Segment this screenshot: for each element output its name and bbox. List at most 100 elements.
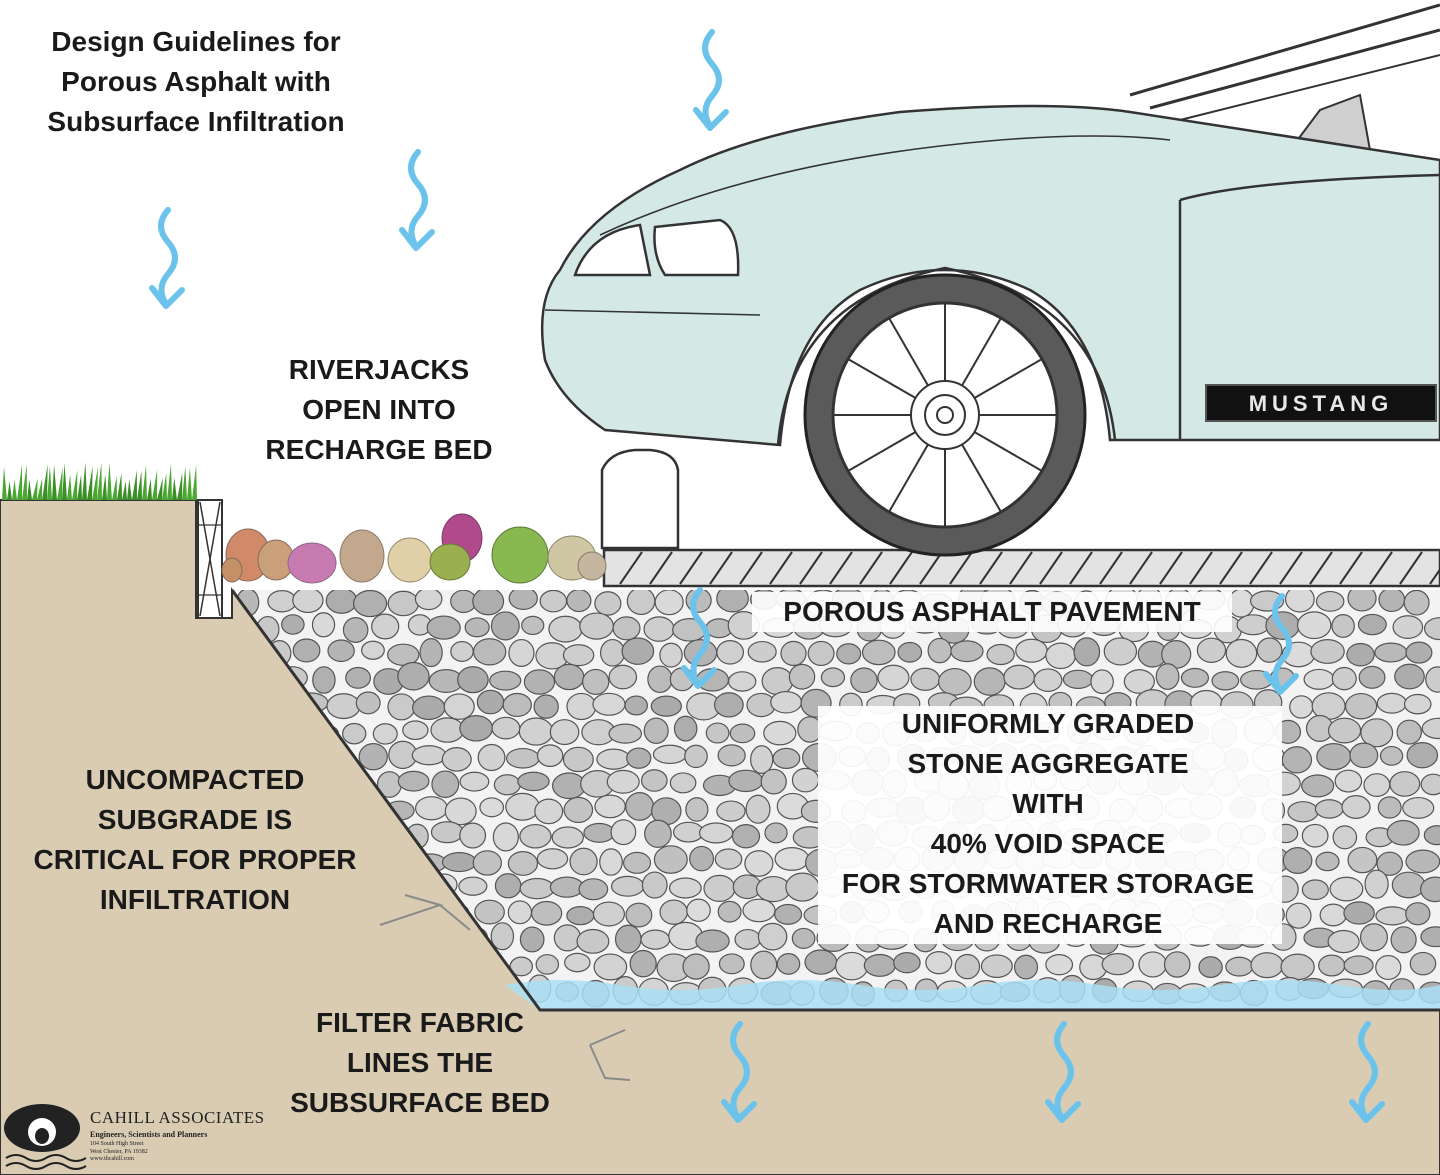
aggregate-stone — [750, 950, 778, 980]
grass-blade — [12, 479, 17, 500]
aggregate-stone — [476, 689, 505, 715]
aggregate-stone — [950, 640, 984, 663]
hatch-line — [799, 551, 823, 585]
car-badge-text: MUSTANG — [1249, 391, 1394, 416]
aggregate-stone — [548, 615, 583, 643]
aggregate-stone — [728, 769, 764, 793]
aggregate-stone — [747, 640, 777, 663]
aggregate-stone — [980, 954, 1013, 979]
title-line: Design Guidelines for — [51, 26, 341, 57]
hatch-line — [1429, 567, 1440, 585]
aggregate-stone — [426, 615, 461, 640]
aggregate-stone — [1409, 951, 1437, 976]
grass-blade — [162, 473, 167, 500]
aggregate-stone — [621, 637, 655, 665]
aggregate-stone — [325, 590, 358, 614]
aggregate-stone — [441, 747, 472, 772]
aggregate-stone — [492, 822, 519, 852]
aggregate-stone — [910, 667, 941, 691]
aggregate-stone — [536, 848, 569, 870]
aggregate-stone — [1405, 849, 1440, 874]
aggregate-stone — [490, 611, 520, 641]
grass-blade — [87, 465, 93, 500]
aggregate-stone — [1423, 825, 1440, 846]
logo-address-line: www.thcahill.com — [90, 1156, 134, 1162]
aggregate-stone — [1406, 742, 1439, 769]
hatch-line — [1129, 551, 1153, 585]
aggregate-stone — [579, 612, 614, 640]
label-line: WITH — [1012, 788, 1084, 820]
aggregate-stone — [1331, 613, 1355, 638]
aggregate-stone — [659, 899, 688, 925]
aggregate-stone — [549, 876, 585, 898]
car-icon: MUSTANG — [540, 3, 1440, 550]
aggregate-stone — [1101, 953, 1134, 976]
aggregate-stone — [553, 663, 585, 691]
grass-blade — [22, 464, 27, 500]
aggregate-stone — [742, 898, 776, 923]
aggregate-stone — [1155, 663, 1180, 690]
aggregate-stone — [1315, 851, 1340, 872]
aggregate-stone — [1123, 669, 1155, 694]
grass-blade — [97, 462, 102, 500]
aggregate-stone — [714, 848, 743, 870]
aggregate-stone — [312, 666, 336, 694]
hatch-line — [1279, 551, 1303, 585]
aggregate-stone — [519, 926, 545, 953]
rain-arrow-icon — [1358, 1021, 1378, 1121]
aggregate-stone — [472, 590, 505, 616]
aggregate-stone — [459, 715, 494, 742]
aggregate-stone — [614, 924, 642, 954]
car-badge-plate — [1205, 384, 1437, 422]
aggregate-stone — [1396, 719, 1423, 745]
aggregate-stone — [716, 640, 745, 665]
aggregate-stone — [1341, 795, 1371, 819]
aggregate-stone — [1198, 956, 1223, 979]
aggregate-stone — [509, 956, 534, 977]
rain-arrow-head — [149, 285, 185, 309]
aggregate-stone — [583, 822, 616, 843]
rain-arrow-head — [721, 1099, 757, 1123]
grass-blade — [82, 462, 87, 500]
aggregate-stone — [1334, 769, 1363, 793]
aggregate-stone — [716, 590, 749, 613]
aggregate-stone — [625, 902, 653, 928]
aggregate-stone — [414, 796, 448, 821]
riverjack-stones-icon — [221, 513, 607, 584]
label-line: POROUS ASPHALT PAVEMENT — [783, 596, 1201, 627]
aggregate-stone — [551, 826, 584, 849]
hatch-line — [709, 551, 733, 585]
hatch-line — [649, 551, 673, 585]
aggregate-stone — [1062, 669, 1094, 689]
aggregate-stone — [361, 640, 385, 660]
rain-arrow-icon — [690, 587, 710, 687]
aggregate-stone — [518, 717, 554, 746]
aggregate-stone — [1236, 614, 1270, 636]
aggregate-stone — [535, 954, 560, 975]
aggregate-stone — [1374, 642, 1408, 663]
aggregate-stone — [431, 770, 460, 798]
aggregate-stone — [464, 617, 490, 638]
label-line: AND RECHARGE — [933, 908, 1163, 940]
aggregate-stone — [479, 797, 505, 818]
aggregate-stone — [355, 691, 381, 715]
aggregate-stone — [763, 720, 797, 746]
hatch-line — [919, 551, 943, 585]
label-line: UNCOMPACTED — [85, 764, 305, 795]
hatch-line — [1309, 551, 1333, 585]
aggregate-stone — [1287, 801, 1319, 823]
aggregate-stone — [764, 822, 788, 844]
hatch-line — [1069, 551, 1093, 585]
aggregate-stone — [490, 922, 515, 951]
aggregate-stone — [643, 717, 669, 745]
aggregate-stone — [599, 848, 623, 876]
aggregate-stone — [530, 900, 563, 926]
aggregate-stone — [1392, 615, 1424, 640]
aggregate-stone — [647, 665, 673, 694]
aggregate-stone — [327, 639, 355, 663]
grass-blade — [137, 470, 142, 500]
aggregate-stone — [326, 693, 361, 720]
aggregate-stone — [494, 873, 522, 899]
logo-address-line: 104 South High Street — [90, 1141, 144, 1147]
